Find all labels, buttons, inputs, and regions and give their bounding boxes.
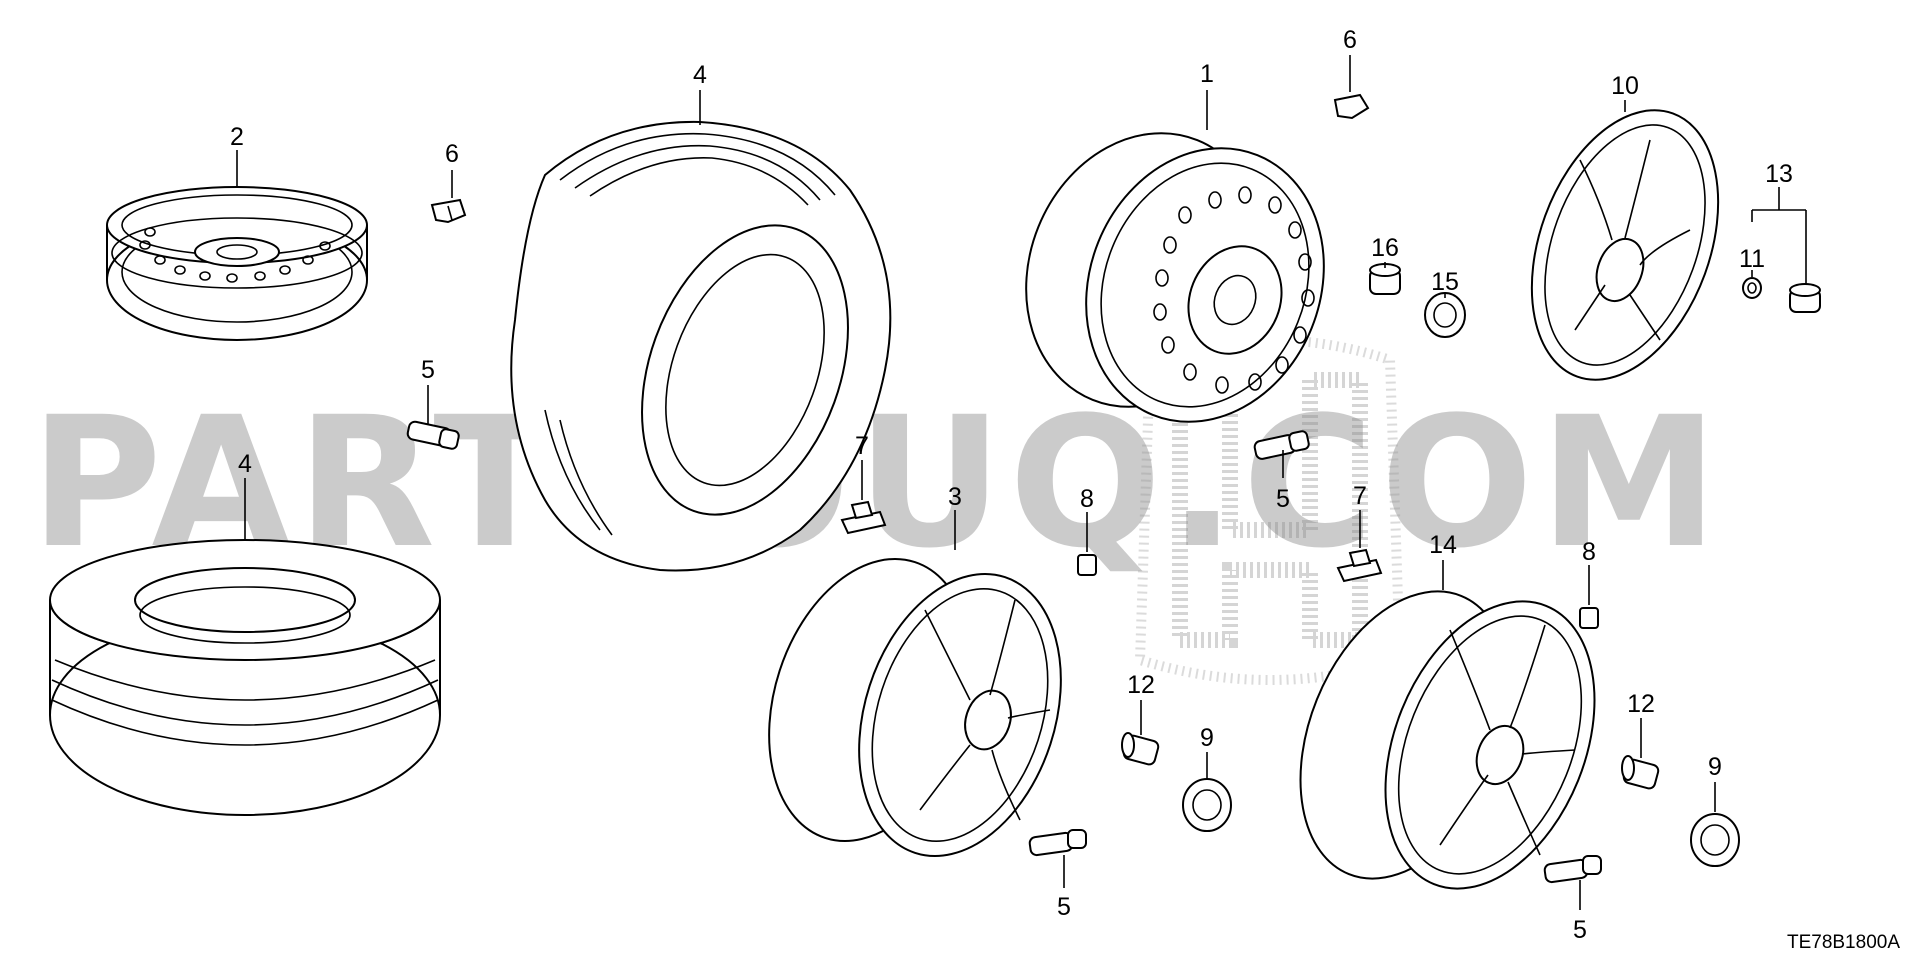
callout-6b[interactable]: 6 [1343,26,1357,54]
nut-set-13: 13 11 [1739,160,1821,313]
center-cap-b: 9 [1690,753,1740,867]
valve-stem-b: 5 [1253,430,1310,513]
tire-top: 4 [510,61,892,572]
clip-a: 7 [840,432,887,535]
alloy-wheel: 3 [768,483,1062,857]
steel-wheel-holes [1153,186,1315,394]
lug-nut-16: 16 [1369,234,1401,295]
center-cap-a: 9 [1182,724,1232,832]
valve-stem-d: 5 [1543,855,1602,944]
callout-1[interactable]: 1 [1200,60,1214,88]
callout-5a[interactable]: 5 [421,356,435,384]
callout-11[interactable]: 11 [1739,245,1765,273]
callout-3[interactable]: 3 [948,483,962,511]
steel-wheel: 1 [1025,60,1325,423]
callout-8a[interactable]: 8 [1080,485,1094,513]
small-center-cap: 15 [1424,268,1466,338]
callout-2[interactable]: 2 [230,123,244,151]
lug-nut-12b: 12 [1621,690,1660,790]
tire-bottom: 4 [49,450,441,816]
clip-b: 7 [1336,482,1383,583]
spare-wheel: 2 [106,123,368,341]
washer-11: 11 [1739,245,1765,299]
callout-5b[interactable]: 5 [1276,485,1290,513]
callout-8b[interactable]: 8 [1582,538,1596,566]
callout-12b[interactable]: 12 [1627,690,1655,718]
callout-9b[interactable]: 9 [1708,753,1722,781]
spare-wheel-holes [139,227,331,283]
diagram-code: TE78B1800A [1787,932,1900,953]
balance-weight-b: 6 [1333,26,1370,120]
callout-7a[interactable]: 7 [855,432,869,460]
alloy-wheel-b: 14 [1299,531,1596,890]
callout-5d[interactable]: 5 [1573,916,1587,944]
callout-6a[interactable]: 6 [445,140,459,168]
balance-weight-d: 8 [1579,538,1599,629]
callout-7b[interactable]: 7 [1353,482,1367,510]
callout-13[interactable]: 13 [1765,160,1793,188]
callout-16[interactable]: 16 [1371,234,1399,262]
callout-14[interactable]: 14 [1429,531,1457,559]
valve-stem-a: 5 [406,356,460,450]
callout-15[interactable]: 15 [1431,268,1459,296]
wheel-cover: 10 [1530,72,1720,381]
balance-weight-c: 8 [1077,485,1097,576]
callout-4a[interactable]: 4 [693,61,707,89]
callout-9a[interactable]: 9 [1200,724,1214,752]
callout-4b[interactable]: 4 [238,450,252,478]
lug-nut-12a: 12 [1121,671,1160,766]
callout-5c[interactable]: 5 [1057,893,1071,921]
callout-10[interactable]: 10 [1611,72,1639,100]
callout-12a[interactable]: 12 [1127,671,1155,699]
valve-stem-c: 5 [1028,829,1087,921]
balance-weight-a: 6 [430,140,467,224]
